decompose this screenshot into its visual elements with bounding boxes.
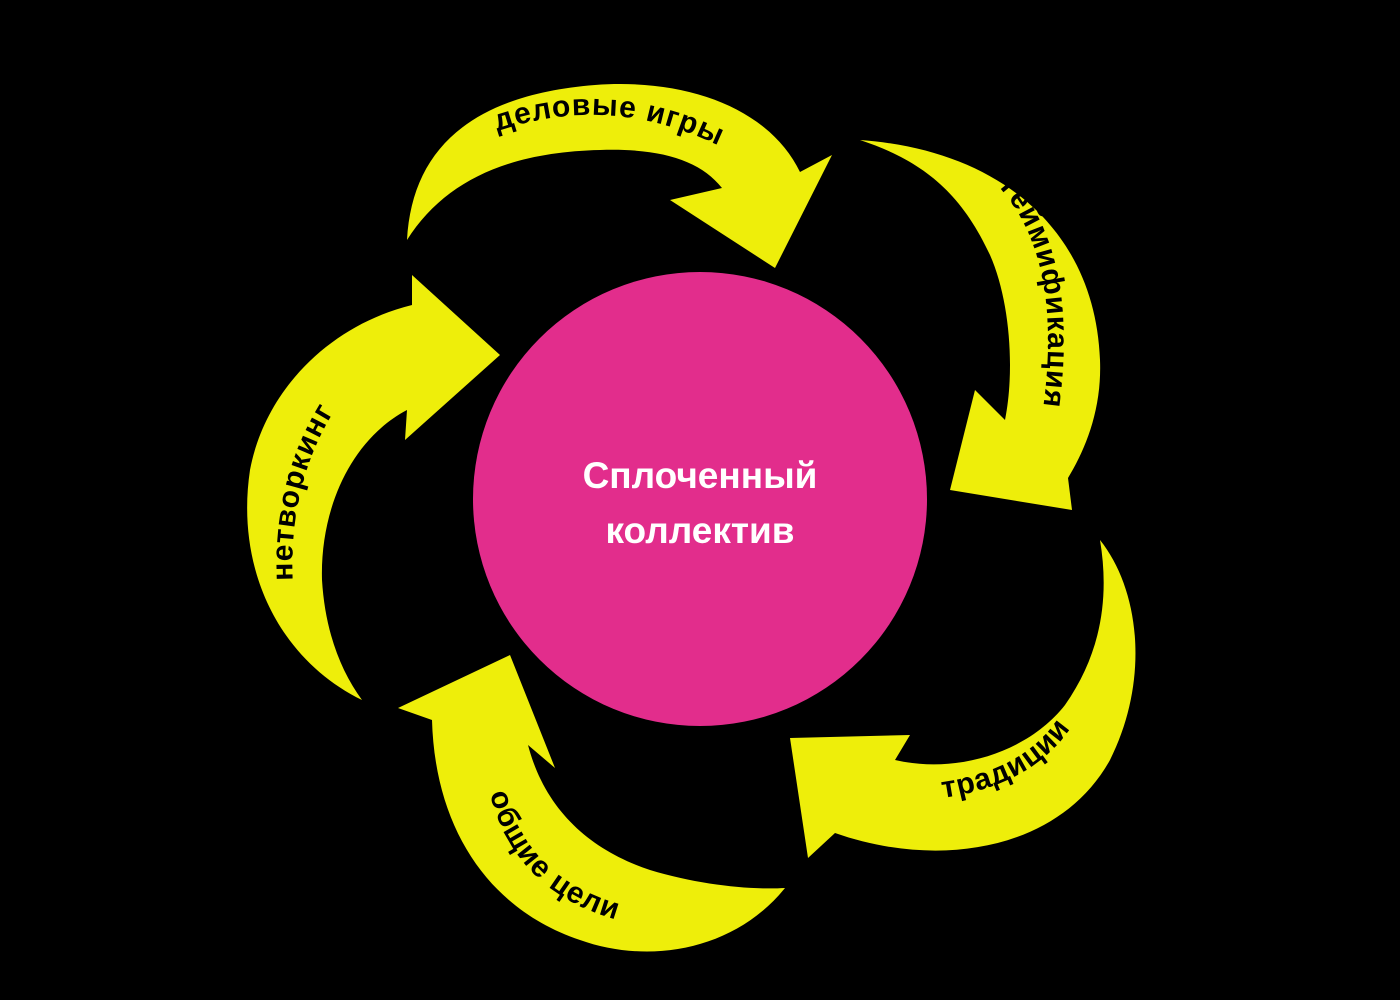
center-node: Сплоченный коллектив bbox=[473, 272, 927, 726]
arrow-business-games-shape bbox=[407, 84, 832, 268]
arrow-common-goals-shape bbox=[398, 655, 785, 952]
arrow-gamification-shape bbox=[860, 140, 1101, 510]
center-circle bbox=[473, 272, 927, 726]
center-title-line2: коллектив bbox=[606, 510, 795, 551]
arrow-networking-shape bbox=[247, 275, 500, 700]
arrow-business-games: деловые игры bbox=[407, 84, 832, 268]
center-title-line1: Сплоченный bbox=[583, 455, 818, 496]
arrow-traditions-shape bbox=[790, 540, 1136, 858]
